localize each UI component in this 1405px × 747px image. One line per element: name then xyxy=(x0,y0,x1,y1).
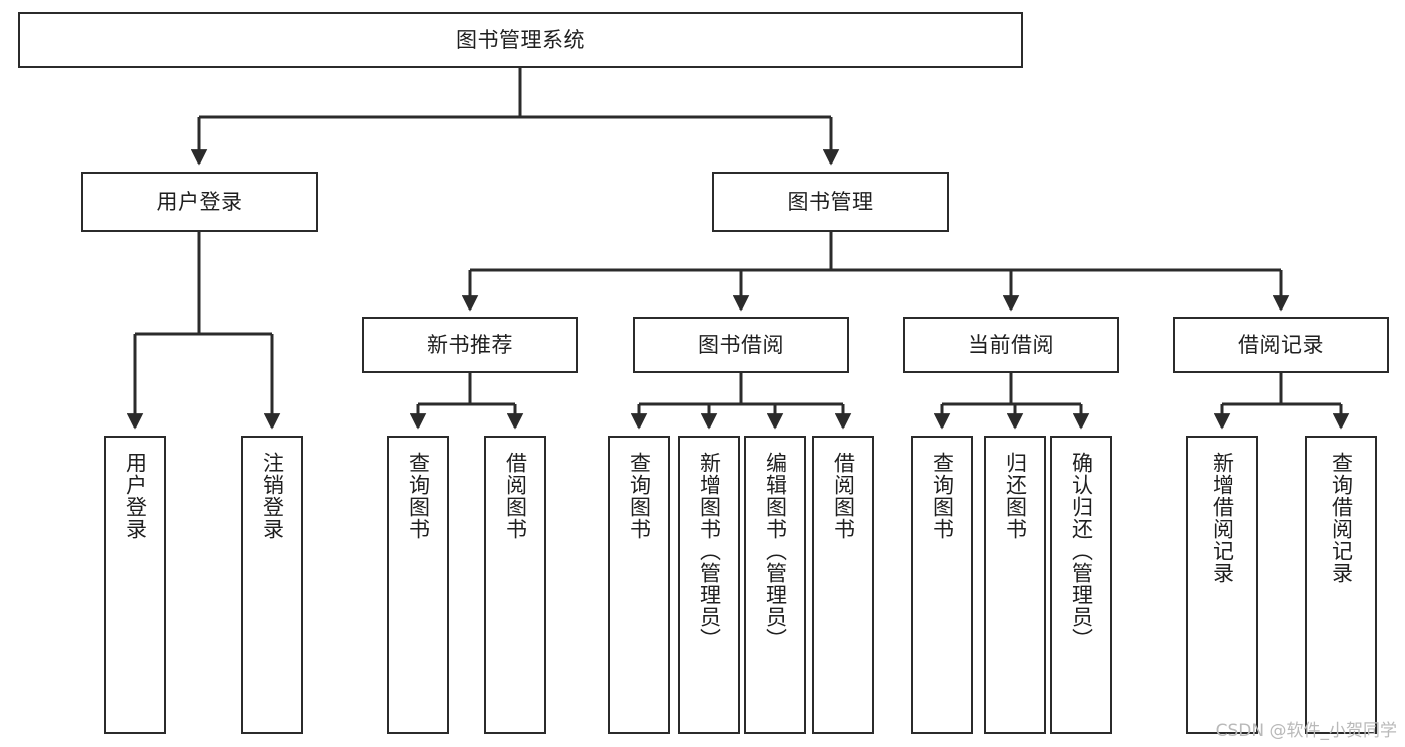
node-leaf-query-book-3[interactable]: 查询图书 xyxy=(911,436,973,734)
node-leaf-return-book-label: 归还图书 xyxy=(1003,452,1028,540)
node-book-borrow[interactable]: 图书借阅 xyxy=(633,317,849,373)
node-book-borrow-label: 图书借阅 xyxy=(698,332,784,357)
node-leaf-confirm-return[interactable]: 确认归还（管理员） xyxy=(1050,436,1112,734)
node-user-login[interactable]: 用户登录 xyxy=(81,172,318,232)
node-user-login-label: 用户登录 xyxy=(156,189,243,214)
node-leaf-query-book-3-label: 查询图书 xyxy=(930,452,955,540)
node-leaf-user-logout-label: 注销登录 xyxy=(260,452,285,540)
node-current-borrow[interactable]: 当前借阅 xyxy=(903,317,1119,373)
node-leaf-edit-book[interactable]: 编辑图书（管理员） xyxy=(744,436,806,734)
node-leaf-query-book-2[interactable]: 查询图书 xyxy=(608,436,670,734)
node-leaf-borrow-book-2-label: 借阅图书 xyxy=(831,452,856,540)
node-leaf-query-book-2-label: 查询图书 xyxy=(627,452,652,540)
node-leaf-query-borrow-record[interactable]: 查询借阅记录 xyxy=(1305,436,1377,734)
node-leaf-add-book-label: 新增图书（管理员） xyxy=(697,452,722,650)
node-leaf-confirm-return-label: 确认归还（管理员） xyxy=(1069,452,1094,650)
node-leaf-query-book-1-label: 查询图书 xyxy=(406,452,431,540)
node-leaf-borrow-book-1[interactable]: 借阅图书 xyxy=(484,436,546,734)
node-leaf-return-book[interactable]: 归还图书 xyxy=(984,436,1046,734)
node-leaf-add-borrow-record-label: 新增借阅记录 xyxy=(1210,452,1235,584)
watermark: CSDN @软件_小贺同学 xyxy=(1215,721,1397,741)
node-leaf-add-book[interactable]: 新增图书（管理员） xyxy=(678,436,740,734)
node-leaf-user-logout[interactable]: 注销登录 xyxy=(241,436,303,734)
node-current-borrow-label: 当前借阅 xyxy=(968,332,1054,357)
node-new-book-rec[interactable]: 新书推荐 xyxy=(362,317,578,373)
node-root[interactable]: 图书管理系统 xyxy=(18,12,1023,68)
node-leaf-edit-book-label: 编辑图书（管理员） xyxy=(763,452,788,650)
node-leaf-user-login-label: 用户登录 xyxy=(123,452,148,540)
node-root-label: 图书管理系统 xyxy=(456,27,585,52)
node-leaf-borrow-book-2[interactable]: 借阅图书 xyxy=(812,436,874,734)
node-leaf-query-borrow-record-label: 查询借阅记录 xyxy=(1329,452,1354,584)
node-leaf-query-book-1[interactable]: 查询图书 xyxy=(387,436,449,734)
node-leaf-user-login[interactable]: 用户登录 xyxy=(104,436,166,734)
node-borrow-record-label: 借阅记录 xyxy=(1238,332,1324,357)
node-borrow-record[interactable]: 借阅记录 xyxy=(1173,317,1389,373)
node-new-book-rec-label: 新书推荐 xyxy=(427,332,513,357)
node-book-manage-label: 图书管理 xyxy=(787,189,874,214)
node-leaf-borrow-book-1-label: 借阅图书 xyxy=(503,452,528,540)
node-leaf-add-borrow-record[interactable]: 新增借阅记录 xyxy=(1186,436,1258,734)
node-book-manage[interactable]: 图书管理 xyxy=(712,172,949,232)
